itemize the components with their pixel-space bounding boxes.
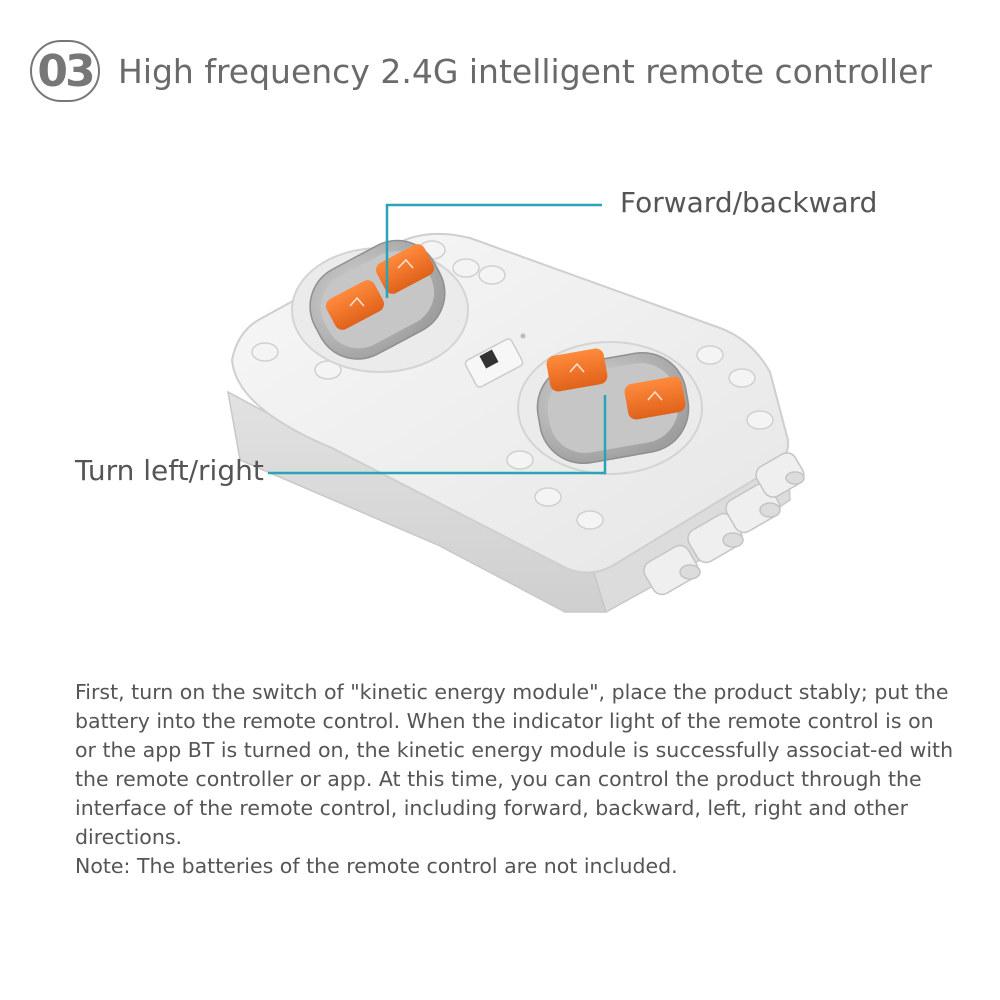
power-switch[interactable] — [464, 338, 524, 389]
turn-left-right-callout-line — [268, 395, 607, 475]
forward-backward-callout-line — [385, 203, 602, 298]
turn-left-button[interactable] — [545, 347, 608, 393]
description: First, turn on the switch of "kinetic en… — [75, 678, 955, 881]
forward-backward-label: Forward/backward — [620, 186, 878, 219]
step-number: 03 — [37, 45, 95, 97]
indicator-light — [520, 333, 526, 339]
turn-right-button[interactable] — [623, 375, 686, 421]
step-badge: 03 — [30, 40, 100, 102]
pin-connectors — [643, 452, 805, 596]
turn-left-right-label: Turn left/right — [75, 454, 264, 487]
header: 03 High frequency 2.4G intelligent remot… — [30, 38, 932, 104]
backward-button[interactable] — [323, 277, 387, 332]
description-paragraph: First, turn on the switch of "kinetic en… — [75, 680, 954, 849]
lego-studs — [251, 240, 774, 530]
page-title: High frequency 2.4G intelligent remote c… — [118, 51, 932, 91]
forward-button[interactable] — [373, 241, 437, 296]
note-paragraph: Note: The batteries of the remote contro… — [75, 854, 678, 878]
